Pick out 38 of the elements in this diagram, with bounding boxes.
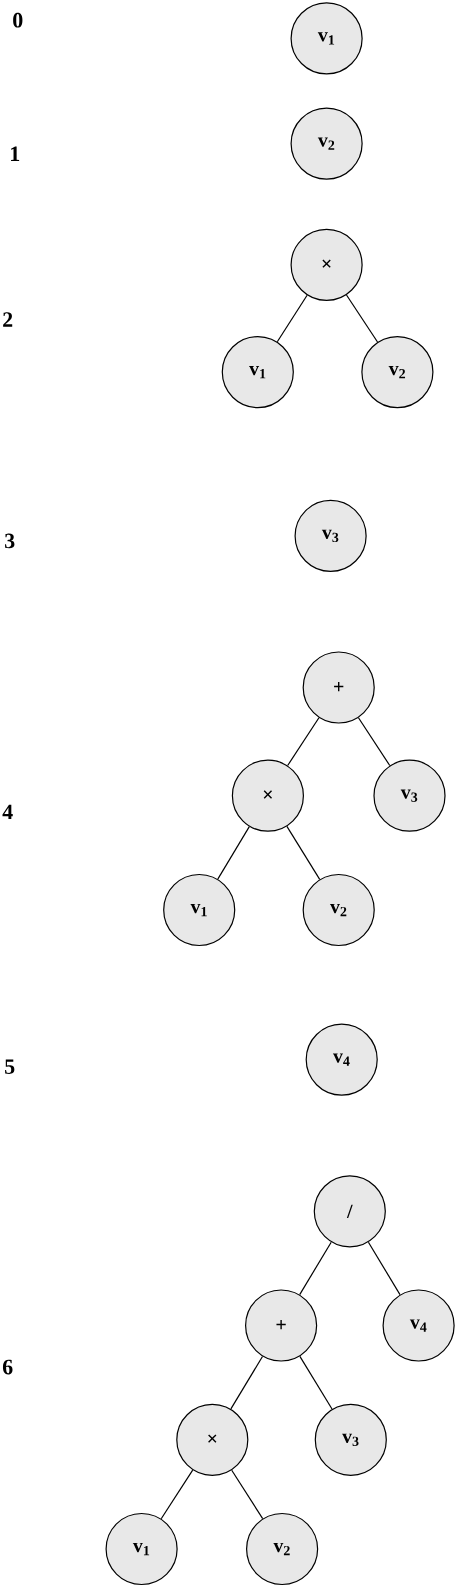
tree-node: v$_{2}$ xyxy=(290,107,363,180)
tree-edge xyxy=(357,717,391,767)
tree-edge xyxy=(217,826,250,880)
tree-node: v$_{3}$ xyxy=(294,499,367,572)
tree-node: v$_{4}$ xyxy=(382,1289,455,1362)
tree-edge xyxy=(287,717,320,767)
tree-edge xyxy=(299,1241,332,1296)
tree-node: × xyxy=(231,759,304,832)
tree-node: v$_{1}$ xyxy=(221,336,294,409)
level-number: 3 xyxy=(5,533,15,549)
tree-edge xyxy=(230,1355,264,1410)
tree-node: v$_{2}$ xyxy=(361,336,434,409)
tree-edge xyxy=(367,1241,401,1296)
level-number: 6 xyxy=(2,1359,13,1375)
level-number: 1 xyxy=(11,146,20,161)
tree-node: + xyxy=(245,1289,318,1362)
tree-node: v$_{1}$ xyxy=(290,2,363,75)
level-number: 5 xyxy=(5,1059,15,1074)
level-number: 0 xyxy=(13,12,23,28)
level-number: 4 xyxy=(2,804,13,820)
tree-node: v$_{2}$ xyxy=(246,1512,319,1586)
tree-node: v$_{1}$ xyxy=(105,1512,178,1586)
tree-node: v$_{4}$ xyxy=(305,1023,378,1096)
tree-edge xyxy=(276,294,308,343)
tree-edge xyxy=(286,825,321,880)
tree-node: v$_{3}$ xyxy=(314,1403,387,1476)
tree-node: × xyxy=(290,228,363,301)
tree-node: v$_{1}$ xyxy=(163,873,236,947)
tree-node: / xyxy=(313,1175,386,1248)
tree-node: v$_{3}$ xyxy=(373,759,446,832)
tree-edge xyxy=(345,294,379,343)
tree-node: × xyxy=(176,1403,249,1476)
tree-edge xyxy=(231,1469,264,1520)
level-number: 2 xyxy=(3,312,13,327)
tree-node: v$_{2}$ xyxy=(302,873,375,947)
tree-edge xyxy=(299,1355,333,1410)
tree-node: + xyxy=(302,651,375,724)
tree-edge xyxy=(160,1469,194,1520)
